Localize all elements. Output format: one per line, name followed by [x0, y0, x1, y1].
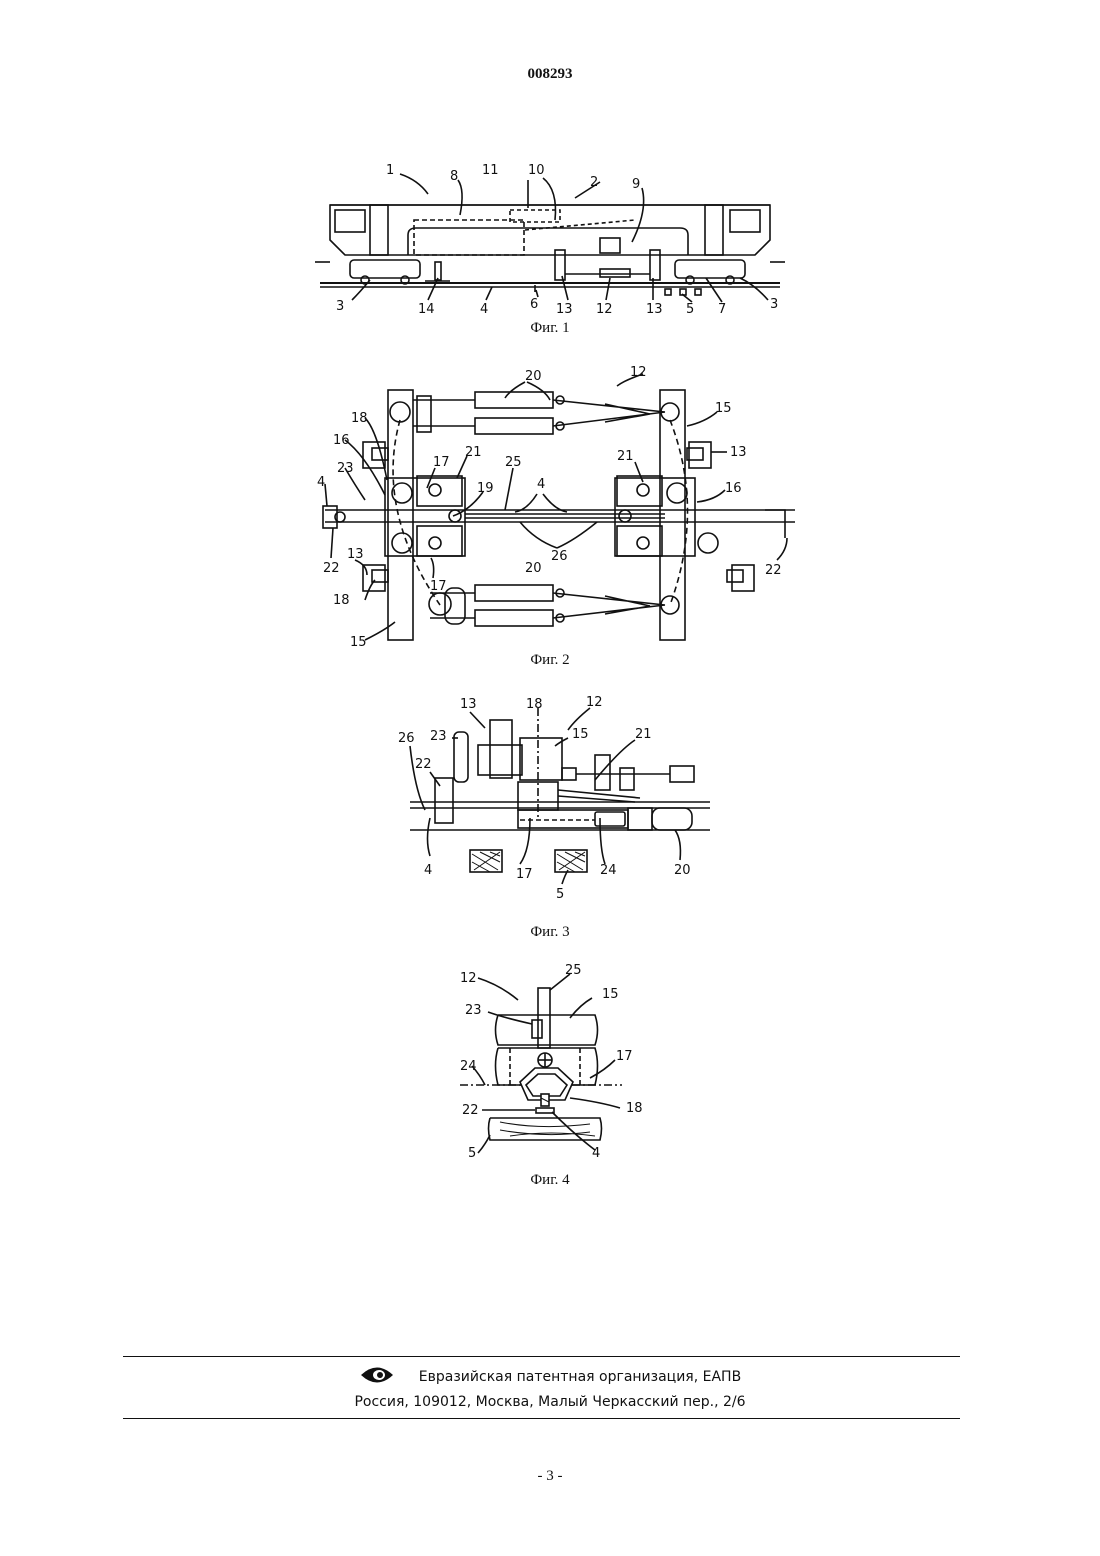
fig2-label: 20 — [525, 561, 542, 576]
fig2-label: 13 — [730, 445, 747, 460]
fig1-label: 13 — [646, 302, 663, 317]
fig4-label: 15 — [602, 987, 619, 1002]
fig1-label: 4 — [480, 302, 488, 317]
fig3-label: 23 — [430, 729, 447, 744]
fig2-label: 18 — [333, 593, 350, 608]
fig2-label: 21 — [465, 445, 482, 460]
footer-top-rule — [123, 1356, 960, 1357]
fig2-label: 26 — [551, 549, 568, 564]
fig2-label: 17 — [433, 455, 450, 470]
fig2-label: 15 — [715, 401, 732, 416]
fig2-label: 16 — [725, 481, 742, 496]
fig1-label: 6 — [530, 297, 538, 312]
fig4-label: 12 — [460, 971, 477, 986]
fig3-label: 24 — [600, 863, 617, 878]
fig1-label: 10 — [528, 163, 545, 178]
fig2-label: 16 — [333, 433, 350, 448]
fig2-label: 21 — [617, 449, 634, 464]
fig2-label: 19 — [477, 481, 494, 496]
fig2-label: 12 — [630, 365, 647, 380]
fig4-label: 24 — [460, 1059, 477, 1074]
fig4-label: 5 — [468, 1146, 476, 1160]
fig1-label: 3 — [336, 299, 344, 314]
footer-organization: Евразийская патентная организация, ЕАПВ — [419, 1369, 741, 1385]
document-number: 008293 — [0, 66, 1100, 83]
fig2-label: 4 — [317, 475, 325, 490]
fig1-label: 8 — [450, 169, 458, 184]
fig1-label: 7 — [718, 302, 726, 317]
fig2-label: 20 — [525, 369, 542, 384]
figure-1-caption: Фиг. 1 — [0, 320, 1100, 337]
figure-3-drawing: 13 18 12 23 15 21 26 22 4 17 24 5 20 — [390, 690, 720, 910]
figure-4-caption: Фиг. 4 — [0, 1172, 1100, 1189]
fig4-label: 17 — [616, 1049, 633, 1064]
fig4-label: 4 — [592, 1146, 600, 1160]
fig3-label: 15 — [572, 727, 589, 742]
fig3-label: 18 — [526, 697, 543, 712]
fig3-label: 22 — [415, 757, 432, 772]
eapo-eye-logo-icon — [359, 1364, 395, 1390]
fig2-label: 15 — [350, 635, 367, 650]
fig1-label: 14 — [418, 302, 435, 317]
page-number: - 3 - — [0, 1468, 1100, 1485]
figure-2-caption: Фиг. 2 — [0, 652, 1100, 669]
figure-2-drawing: 20 12 15 18 16 23 4 22 13 18 15 17 21 25… — [305, 360, 805, 650]
footer-address: Россия, 109012, Москва, Малый Черкасский… — [0, 1394, 1100, 1410]
fig1-label: 12 — [596, 302, 613, 317]
fig3-label: 26 — [398, 731, 415, 746]
figure-1-drawing: 1 8 11 10 2 9 3 14 4 6 13 12 13 5 7 3 — [310, 150, 790, 325]
fig4-label: 23 — [465, 1003, 482, 1018]
fig3-label: 20 — [674, 863, 691, 878]
fig4-label: 22 — [462, 1103, 479, 1118]
fig1-label: 5 — [686, 302, 694, 317]
fig3-label: 4 — [424, 863, 432, 878]
fig1-label: 1 — [386, 163, 394, 178]
fig2-label: 25 — [505, 455, 522, 470]
fig3-label: 13 — [460, 697, 477, 712]
figure-3-caption: Фиг. 3 — [0, 924, 1100, 941]
fig2-label: 4 — [537, 477, 545, 492]
fig2-label: 18 — [351, 411, 368, 426]
fig1-label: 13 — [556, 302, 573, 317]
fig1-label: 11 — [482, 163, 499, 178]
fig2-label: 22 — [765, 563, 782, 578]
figure-4-drawing: 12 25 15 23 17 24 18 22 5 4 — [440, 960, 660, 1160]
fig3-label: 5 — [556, 887, 564, 902]
fig2-label: 13 — [347, 547, 364, 562]
fig4-label: 25 — [565, 963, 582, 978]
fig3-label: 12 — [586, 695, 603, 710]
fig2-label: 17 — [430, 579, 447, 594]
fig3-label: 21 — [635, 727, 652, 742]
fig2-label: 23 — [337, 461, 354, 476]
fig3-label: 17 — [516, 867, 533, 882]
footer-bottom-rule — [123, 1418, 960, 1419]
fig4-label: 18 — [626, 1101, 643, 1116]
fig2-label: 22 — [323, 561, 340, 576]
footer-organization-line: Евразийская патентная организация, ЕАПВ — [0, 1364, 1100, 1390]
fig1-label: 9 — [632, 177, 640, 192]
fig1-label: 2 — [590, 175, 598, 190]
fig1-label: 3 — [770, 297, 778, 312]
